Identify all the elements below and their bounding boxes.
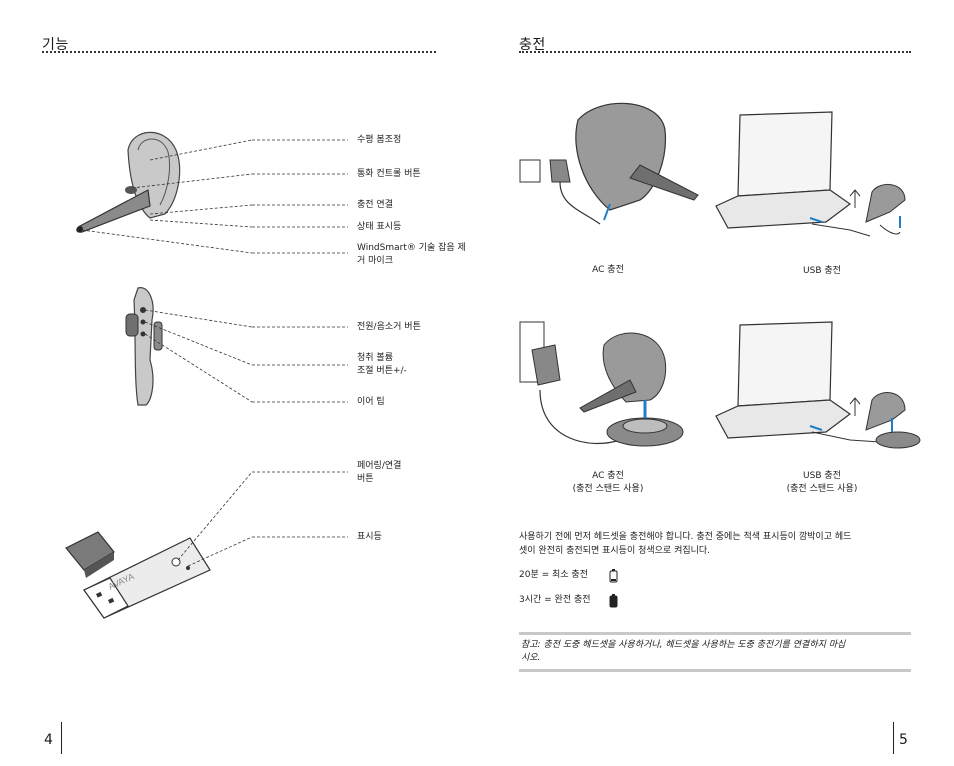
label-horizontal-boom: 수평 봄조정 bbox=[357, 135, 402, 145]
battery-low-icon bbox=[609, 569, 618, 583]
right-heading: 충전 bbox=[519, 37, 546, 53]
charge-full-text: 3시간 = 완전 충전 bbox=[519, 595, 591, 605]
charge-min-text: 20분 = 최소 충전 bbox=[519, 570, 588, 580]
caption-usb: USB 충전 bbox=[803, 266, 841, 276]
caption-ac-stand: AC 충전 (충전 스탠드 사용) bbox=[572, 471, 644, 494]
label-indicator: 표시등 bbox=[357, 532, 382, 542]
caption-ac: AC 충전 bbox=[592, 265, 624, 275]
left-heading-rule bbox=[42, 51, 436, 53]
left-page-number: 4 bbox=[44, 732, 53, 748]
leader-lines bbox=[81, 139, 348, 567]
headset-side-illustration bbox=[125, 287, 163, 406]
left-page-bar bbox=[61, 722, 62, 754]
right-page-number: 5 bbox=[899, 732, 908, 748]
label-windsmart: WindSmart® 기술 잡음 제 거 마이크 bbox=[357, 243, 466, 266]
label-call-control: 통화 컨트롤 버튼 bbox=[357, 169, 421, 179]
label-eartip: 이어 팁 bbox=[357, 397, 385, 407]
ac-stand-charging-illustration bbox=[519, 321, 684, 447]
note-line-2: 시오. bbox=[521, 653, 541, 663]
note-box: 참고: 충전 도중 헤드셋을 사용하거나, 헤드셋을 사용하는 도중 충전기를 … bbox=[519, 632, 911, 672]
label-power-mute: 전원/음소거 버튼 bbox=[357, 322, 421, 332]
charging-instructions: 사용하기 전에 먼저 헤드셋을 충전해야 합니다. 충전 중에는 적색 표시등이… bbox=[519, 532, 852, 556]
label-volume: 청취 볼륨 조절 버튼+/- bbox=[357, 353, 407, 376]
left-heading: 기능 bbox=[42, 37, 69, 53]
label-pairing: 페어링/연결 버튼 bbox=[357, 461, 402, 484]
right-page-bar bbox=[893, 722, 894, 754]
caption-usb-stand: USB 충전 (충전 스탠드 사용) bbox=[786, 471, 858, 494]
battery-full-icon bbox=[609, 594, 618, 608]
note-line-1: 참고: 충전 도중 헤드셋을 사용하거나, 헤드셋을 사용하는 도중 충전기를 … bbox=[521, 640, 846, 650]
usb-dongle-illustration bbox=[65, 531, 211, 619]
usb-charging-illustration bbox=[715, 111, 906, 237]
label-status-indicator: 상태 표시등 bbox=[357, 222, 402, 232]
right-heading-rule bbox=[519, 51, 911, 53]
label-charge-connector: 충전 연결 bbox=[357, 200, 393, 210]
headset-front-illustration bbox=[76, 131, 181, 233]
usb-stand-charging-illustration bbox=[715, 321, 921, 449]
ac-charging-illustration bbox=[519, 102, 699, 225]
